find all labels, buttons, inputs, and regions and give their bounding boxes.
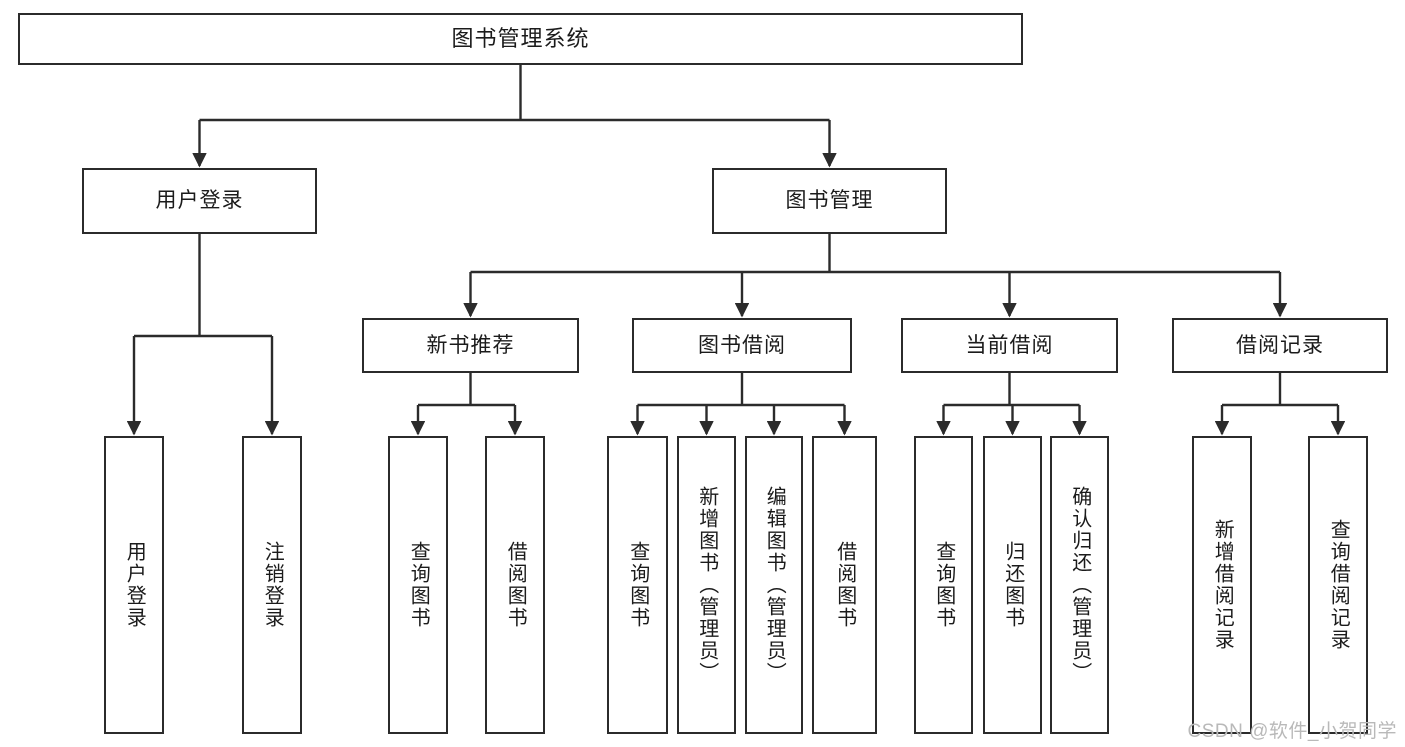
leaf-user-login-label: 用户登录 (123, 541, 146, 629)
node-book-management[interactable]: 图书管理 (712, 168, 947, 234)
node-book-management-label: 图书管理 (785, 189, 874, 213)
node-root-label: 图书管理系统 (451, 25, 590, 51)
leaf-borrow-borrow-book[interactable]: 借阅图书 (812, 436, 877, 734)
node-book-borrow[interactable]: 图书借阅 (632, 318, 852, 373)
node-borrow-records-label: 借阅记录 (1236, 333, 1324, 357)
leaf-current-query-book-label: 查询图书 (932, 541, 955, 629)
leaf-logout[interactable]: 注销登录 (242, 436, 302, 734)
node-book-borrow-label: 图书借阅 (698, 333, 786, 357)
leaf-records-query-record[interactable]: 查询借阅记录 (1308, 436, 1368, 734)
leaf-current-return-book-label: 归还图书 (1001, 541, 1024, 629)
node-root[interactable]: 图书管理系统 (18, 13, 1023, 65)
leaf-borrow-add-book[interactable]: 新增图书（管理员） (677, 436, 736, 734)
leaf-user-login[interactable]: 用户登录 (104, 436, 164, 734)
leaf-newbook-query-book-label: 查询图书 (407, 541, 430, 629)
leaf-newbook-query-book[interactable]: 查询图书 (388, 436, 448, 734)
leaf-borrow-add-book-label: 新增图书（管理员） (695, 486, 718, 684)
leaf-current-confirm-return[interactable]: 确认归还（管理员） (1050, 436, 1109, 734)
leaf-borrow-edit-book[interactable]: 编辑图书（管理员） (745, 436, 803, 734)
node-current-borrow-label: 当前借阅 (965, 333, 1054, 357)
leaf-current-query-book[interactable]: 查询图书 (914, 436, 973, 734)
leaf-current-return-book[interactable]: 归还图书 (983, 436, 1042, 734)
node-new-book-recommend[interactable]: 新书推荐 (362, 318, 579, 373)
node-current-borrow[interactable]: 当前借阅 (901, 318, 1118, 373)
leaf-borrow-edit-book-label: 编辑图书（管理员） (763, 486, 786, 684)
leaf-records-add-record[interactable]: 新增借阅记录 (1192, 436, 1252, 734)
leaf-borrow-query-book[interactable]: 查询图书 (607, 436, 668, 734)
node-borrow-records[interactable]: 借阅记录 (1172, 318, 1388, 373)
leaf-borrow-query-book-label: 查询图书 (626, 541, 649, 629)
node-new-book-recommend-label: 新书推荐 (426, 333, 515, 357)
leaf-newbook-borrow-book[interactable]: 借阅图书 (485, 436, 545, 734)
leaf-records-add-record-label: 新增借阅记录 (1211, 519, 1234, 651)
node-user-login-label: 用户登录 (155, 189, 244, 213)
leaf-newbook-borrow-book-label: 借阅图书 (504, 541, 527, 629)
leaf-records-query-record-label: 查询借阅记录 (1327, 519, 1350, 651)
leaf-current-confirm-return-label: 确认归还（管理员） (1068, 486, 1091, 684)
leaf-logout-label: 注销登录 (261, 541, 284, 629)
leaf-borrow-borrow-book-label: 借阅图书 (833, 541, 856, 629)
node-user-login[interactable]: 用户登录 (82, 168, 317, 234)
